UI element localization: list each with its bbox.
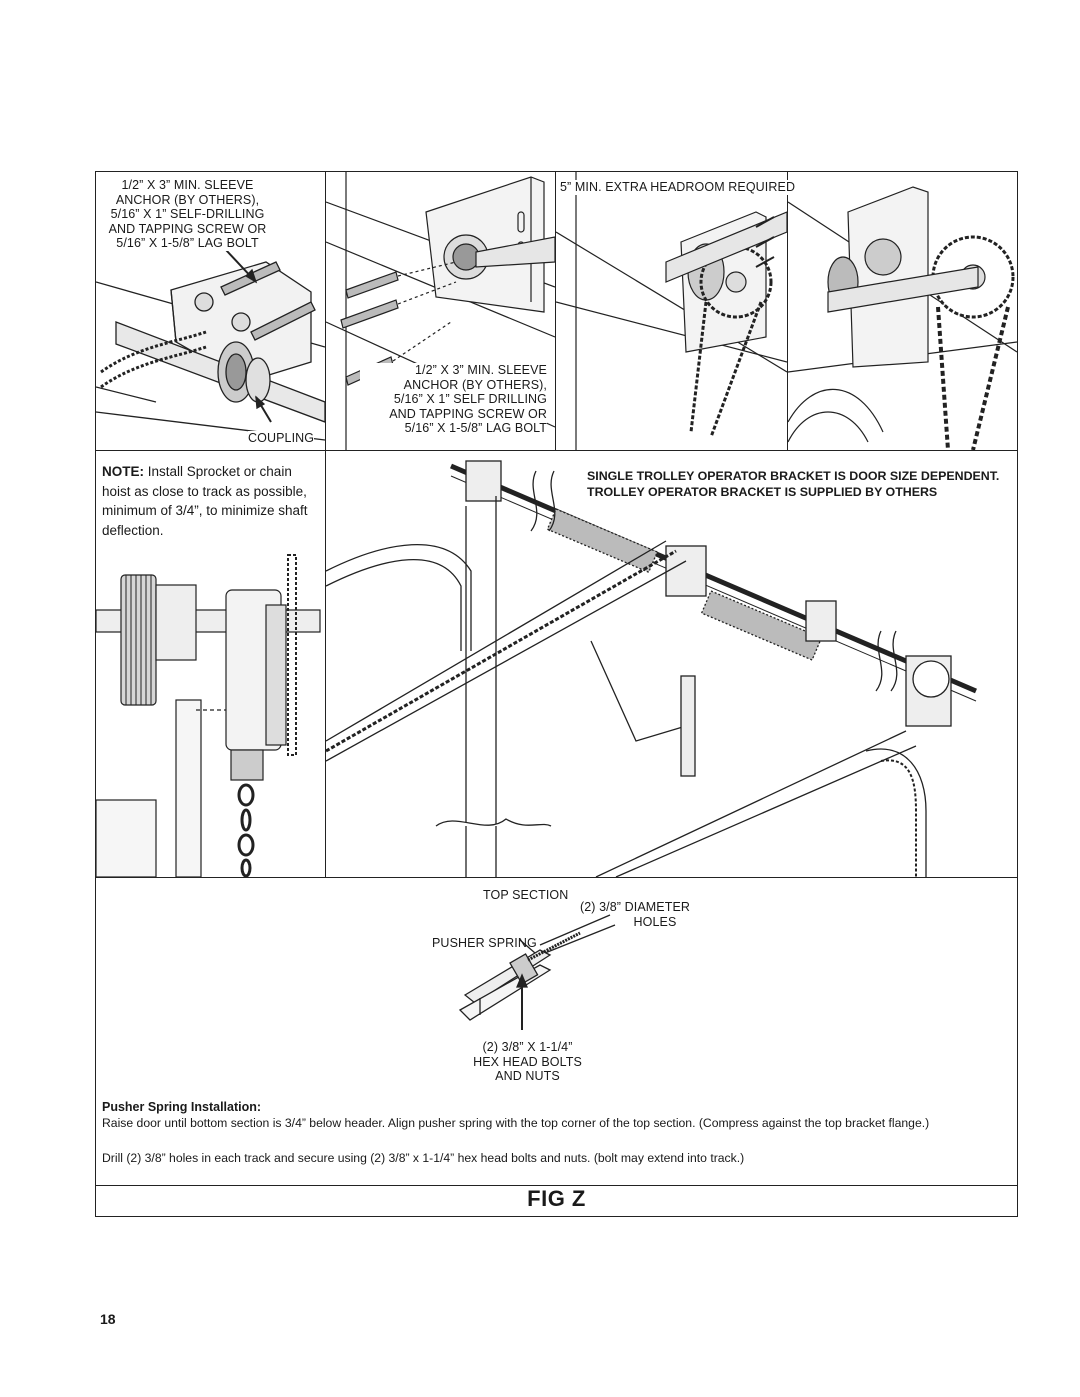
pusher-spring-illustration bbox=[458, 914, 616, 1030]
sprocket-hoist-illustration bbox=[96, 554, 321, 877]
divider-top-row bbox=[95, 450, 1018, 451]
trolley-notice: SINGLE TROLLEY OPERATOR BRACKET IS DOOR … bbox=[587, 468, 1007, 500]
note-text: Install Sprocket or chain hoist as close… bbox=[102, 464, 308, 538]
divider-middle-row bbox=[95, 877, 1018, 878]
pusher-spring-label: PUSHER SPRING bbox=[432, 936, 537, 950]
pusher-installation-paragraph-2: Drill (2) 3/8” holes in each track and s… bbox=[102, 1151, 745, 1165]
note-prefix: NOTE: bbox=[102, 464, 144, 479]
hex-bolts-label: (2) 3/8” X 1-1/4” HEX HEAD BOLTS AND NUT… bbox=[473, 1040, 582, 1083]
divider-left-column bbox=[325, 171, 326, 877]
headroom-label: 5” MIN. EXTRA HEADROOM REQUIRED bbox=[560, 180, 796, 195]
chain-hoist-illustration bbox=[556, 172, 787, 450]
figure-label: FIG Z bbox=[527, 1186, 586, 1211]
coupling-label: COUPLING bbox=[248, 431, 315, 446]
sprocket-note: NOTE: Install Sprocket or chain hoist as… bbox=[102, 462, 322, 540]
pusher-installation-title: Pusher Spring Installation: bbox=[102, 1100, 262, 1114]
pusher-installation-paragraph-1: Raise door until bottom section is 3/4” … bbox=[102, 1116, 930, 1130]
sleeve-anchor-label-left: 1/2” X 3” MIN. SLEEVE ANCHOR (BY OTHERS)… bbox=[100, 178, 275, 251]
chain-hoist-side-illustration bbox=[788, 186, 1017, 450]
trolley-notice-line1: SINGLE TROLLEY OPERATOR BRACKET IS DOOR … bbox=[587, 469, 1000, 483]
door-assembly-illustration bbox=[326, 460, 977, 877]
coupling-illustration bbox=[96, 249, 325, 441]
diameter-holes-label: (2) 3/8” DIAMETER HOLES bbox=[579, 900, 691, 929]
divider-fig-label bbox=[95, 1185, 1018, 1186]
top-section-label: TOP SECTION bbox=[483, 888, 569, 902]
figure-frame bbox=[95, 171, 1018, 1217]
page-number: 18 bbox=[100, 1311, 116, 1327]
divider-top-right bbox=[787, 171, 788, 450]
sleeve-anchor-label-middle: 1/2” X 3” MIN. SLEEVE ANCHOR (BY OTHERS)… bbox=[360, 363, 547, 436]
trolley-notice-line2: TROLLEY OPERATOR BRACKET IS SUPPLIED BY … bbox=[587, 485, 938, 499]
divider-top-mid bbox=[555, 171, 556, 450]
